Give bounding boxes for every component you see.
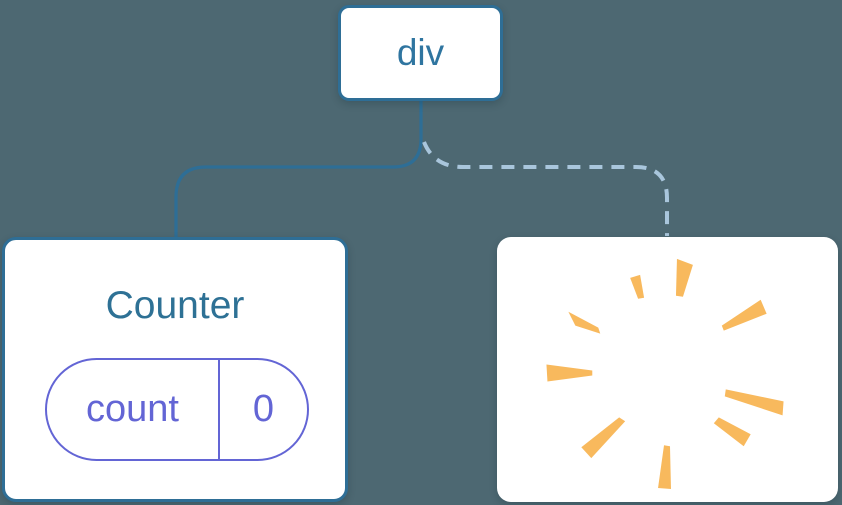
removed-card (497, 237, 838, 502)
state-value: 0 (252, 388, 275, 430)
spark (675, 258, 693, 297)
poof-icon (546, 258, 784, 490)
spark (581, 417, 626, 459)
spark (724, 389, 784, 416)
state-key: count (47, 360, 220, 459)
state-pill: count 0 (45, 358, 309, 461)
spark (713, 417, 751, 447)
spark (721, 299, 767, 331)
root-node-label: div (396, 32, 445, 73)
edge-dashed-root-to-removed (422, 141, 669, 236)
root-node: div (338, 5, 503, 101)
spark (658, 445, 671, 490)
counter-title: Counter (105, 284, 245, 327)
edge-solid-root-to-counter (174, 99, 423, 240)
spark (630, 274, 645, 299)
spark (546, 364, 593, 382)
spark (568, 311, 601, 334)
counter-card: Counter count 0 (2, 237, 348, 502)
